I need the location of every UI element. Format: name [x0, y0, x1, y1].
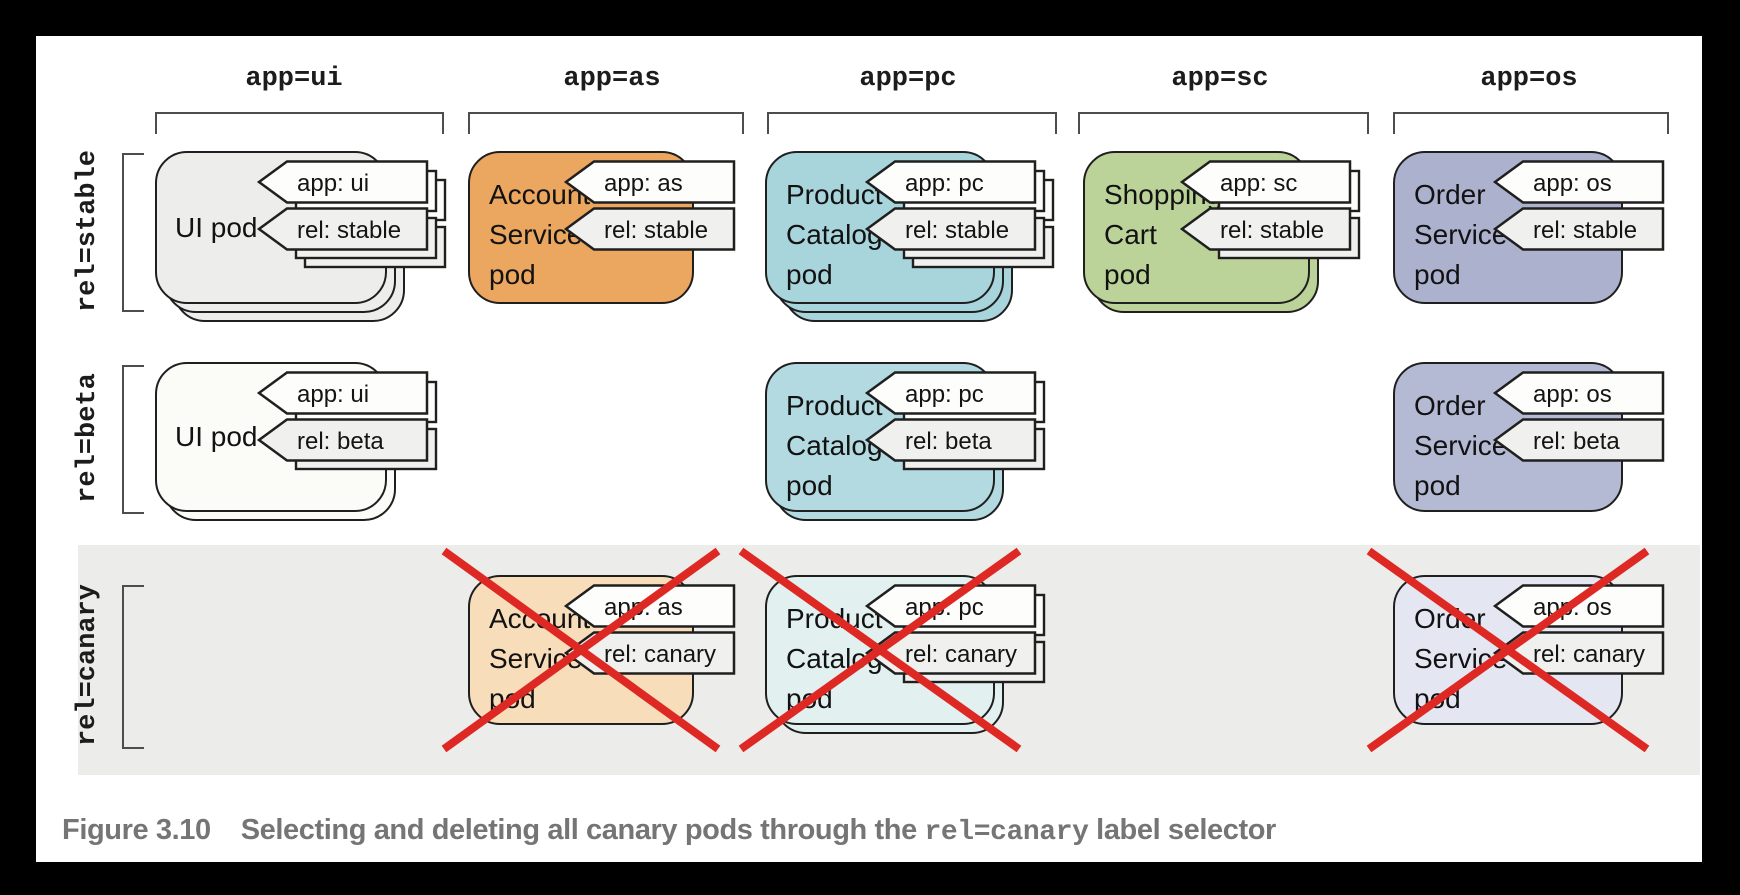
rel-label-text: rel: stable — [905, 217, 1009, 244]
pod-name-line: pod — [1104, 259, 1151, 290]
column-bracket-as — [468, 112, 744, 134]
column-header-ui: app=ui — [245, 64, 343, 94]
pod-name-line: Catalog — [786, 219, 883, 250]
pod-name-line: pod — [1414, 259, 1461, 290]
row-bracket-beta — [122, 365, 144, 514]
label-tag-rel-canary-pc: rel: canary — [864, 631, 1046, 684]
row-label-canary: rel=canary — [73, 583, 103, 747]
rel-label-text: rel: canary — [1533, 641, 1645, 668]
pod-name-line: Service — [1414, 219, 1508, 250]
rel-label-text: rel: stable — [1220, 217, 1324, 244]
pod-name-stable-ui: UI pod — [175, 208, 258, 248]
figure-caption-text: Selecting and deleting all canary pods t… — [240, 814, 925, 846]
app-label-text: app: os — [1533, 170, 1612, 197]
label-tag-rel-stable-os: rel: stable — [1492, 207, 1665, 251]
label-tag-rel-beta-pc: rel: beta — [864, 418, 1046, 471]
label-tag-rel-stable-sc: rel: stable — [1179, 207, 1361, 260]
pod-name-line: pod — [786, 470, 833, 501]
column-bracket-ui — [155, 112, 444, 134]
column-bracket-pc — [767, 112, 1057, 134]
label-tag-rel-canary-os: rel: canary — [1492, 631, 1665, 675]
pod-name-line: pod — [786, 259, 833, 290]
label-tag-app-beta-ui: app: ui — [256, 371, 438, 424]
row-label-stable: rel=stable — [73, 149, 103, 312]
rel-label-text: rel: canary — [604, 641, 716, 668]
pod-name-line: Product — [786, 179, 883, 210]
app-label-text: app: ui — [297, 170, 369, 197]
rel-label-text: rel: beta — [905, 428, 992, 455]
figure-caption-number: Figure 3.10 — [62, 814, 211, 846]
label-tag-rel-stable-pc: rel: stable — [864, 207, 1055, 269]
label-tag-app-stable-os: app: os — [1492, 160, 1665, 204]
column-bracket-os — [1393, 112, 1669, 134]
app-label-text: app: as — [604, 594, 683, 621]
app-label-text: app: ui — [297, 381, 369, 408]
app-label-text: app: pc — [905, 594, 984, 621]
pod-name-line: Product — [786, 390, 883, 421]
pod-name-line: Service — [1414, 430, 1508, 461]
figure-caption-suffix: label selector — [1088, 814, 1276, 846]
pod-name-line: Order — [1414, 179, 1486, 210]
pod-name-beta-ui: UI pod — [175, 417, 258, 457]
rel-label-text: rel: beta — [297, 428, 384, 455]
row-bracket-stable — [122, 153, 144, 312]
app-label-text: app: pc — [905, 381, 984, 408]
label-tag-rel-beta-ui: rel: beta — [256, 418, 438, 471]
label-tag-app-beta-pc: app: pc — [864, 371, 1046, 424]
pod-name-line: Cart — [1104, 219, 1157, 250]
rel-label-text: rel: beta — [1533, 428, 1620, 455]
column-header-sc: app=sc — [1171, 64, 1269, 94]
app-label-text: app: sc — [1220, 170, 1297, 197]
app-label-text: app: os — [1533, 594, 1612, 621]
rel-label-text: rel: stable — [297, 217, 401, 244]
rel-label-text: rel: canary — [905, 641, 1017, 668]
label-tag-app-stable-as: app: as — [563, 160, 736, 204]
column-bracket-sc — [1078, 112, 1369, 134]
pod-name-line: UI pod — [175, 421, 258, 452]
pod-name-line: UI pod — [175, 211, 258, 243]
label-tag-app-beta-os: app: os — [1492, 371, 1665, 415]
row-bracket-canary — [122, 585, 144, 749]
figure-caption-code: rel=canary — [924, 817, 1089, 848]
label-tag-rel-stable-ui: rel: stable — [256, 207, 447, 269]
app-label-text: app: pc — [905, 170, 984, 197]
label-tag-rel-canary-as: rel: canary — [563, 631, 736, 675]
rel-label-text: rel: stable — [1533, 217, 1637, 244]
pod-name-line: Service — [489, 219, 583, 250]
pod-name-line: Catalog — [786, 430, 883, 461]
column-header-pc: app=pc — [859, 64, 957, 94]
app-label-text: app: os — [1533, 381, 1612, 408]
label-tag-rel-beta-os: rel: beta — [1492, 418, 1665, 462]
rel-label-text: rel: stable — [604, 217, 708, 244]
figure-caption: Figure 3.10 Selecting and deleting all ca… — [62, 814, 1276, 848]
pod-name-line: pod — [489, 259, 536, 290]
column-header-os: app=os — [1480, 64, 1578, 94]
app-label-text: app: as — [604, 170, 683, 197]
pod-name-line: pod — [1414, 470, 1461, 501]
column-header-as: app=as — [563, 64, 661, 94]
pod-name-line: Order — [1414, 390, 1486, 421]
row-label-beta: rel=beta — [73, 372, 103, 503]
label-tag-rel-stable-as: rel: stable — [563, 207, 736, 251]
